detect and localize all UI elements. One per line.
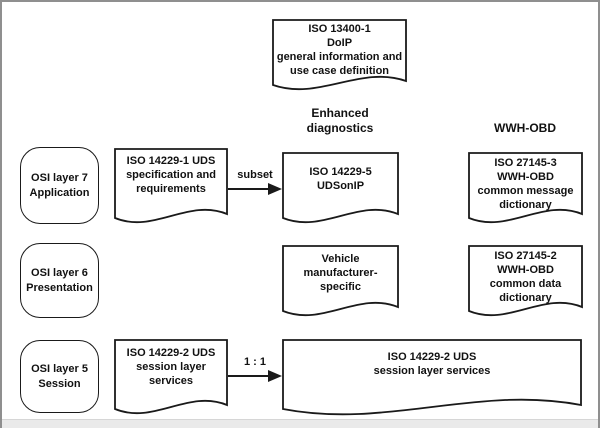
subset-arrow-head (268, 183, 282, 195)
subset-arrow-line (228, 188, 270, 190)
document-box-iso-14229-2: ISO 14229-2 UDS session layer services (114, 339, 228, 419)
document-label-iso-27145-2: ISO 27145-2 WWH-OBD common data dictiona… (489, 250, 562, 304)
document-box-iso-14229-2-wide: ISO 14229-2 UDS session layer services (282, 339, 582, 419)
column-header-wwh-obd: WWH-OBD (494, 121, 556, 136)
one-to-one-arrow-line (228, 375, 270, 377)
document-shape (468, 152, 583, 224)
document-shape (468, 245, 583, 317)
document-shape (282, 152, 399, 224)
osi-layer-7-box: OSI layer 7 Application (20, 147, 99, 224)
document-label-iso-13400-1: ISO 13400-1 DoIP general information and… (276, 23, 403, 77)
window-bottom-strip (2, 419, 598, 428)
one-to-one-arrow-head (268, 370, 282, 382)
arrow-label-subset: subset (237, 169, 273, 181)
document-shape (272, 19, 407, 90)
document-label-iso-14229-2: ISO 14229-2 UDS session layer services (126, 347, 216, 387)
document-label-vehicle-specific: Vehicle manufacturer- specific (303, 253, 378, 293)
column-header-enhanced-diagnostics: Enhanced diagnostics (306, 105, 374, 136)
document-label-iso-14229-1: ISO 14229-1 UDS specification and requir… (126, 155, 216, 195)
document-shape (282, 245, 399, 317)
document-label-iso-14229-2-wide: ISO 14229-2 UDS session layer services (373, 351, 491, 377)
document-box-vehicle-specific: Vehicle manufacturer- specific (282, 245, 399, 321)
document-shape (114, 339, 228, 415)
arrow-label-one-to-one: 1 : 1 (243, 356, 266, 368)
document-box-iso-13400-1: ISO 13400-1 DoIP general information and… (272, 19, 407, 95)
document-shape (114, 148, 228, 224)
document-shape (282, 339, 582, 416)
document-box-iso-14229-1: ISO 14229-1 UDS specification and requir… (114, 148, 228, 228)
document-box-iso-27145-3: ISO 27145-3 WWH-OBD common message dicti… (468, 152, 583, 228)
document-box-iso-27145-2: ISO 27145-2 WWH-OBD common data dictiona… (468, 245, 583, 321)
osi-layer-5-box: OSI layer 5 Session (20, 340, 99, 413)
document-box-iso-14229-5: ISO 14229-5 UDSonIP (282, 152, 399, 228)
document-label-iso-27145-3: ISO 27145-3 WWH-OBD common message dicti… (477, 157, 574, 211)
document-label-iso-14229-5: ISO 14229-5 UDSonIP (309, 166, 372, 192)
osi-layer-6-box: OSI layer 6 Presentation (20, 243, 99, 318)
